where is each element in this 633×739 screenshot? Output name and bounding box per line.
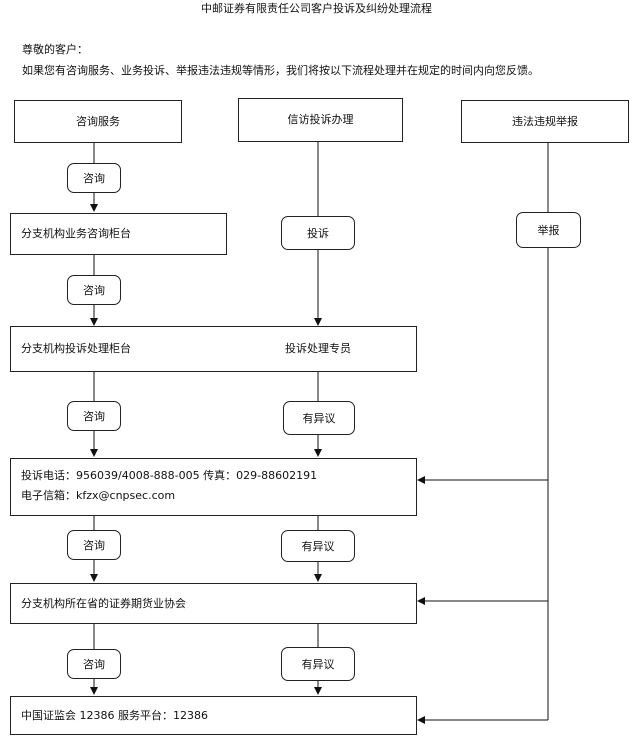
objection-label: 有异议 [281,647,355,681]
complaint-counter-label: 分支机构投诉处理柜台 [21,342,131,355]
contact-email: 电子信箱：kfzx@cnpsec.com [21,489,176,502]
consult-label: 咨询 [67,530,121,560]
complaint-specialist-label: 投诉处理专员 [285,342,351,355]
consult-label: 咨询 [67,401,121,431]
consult-label: 咨询 [67,163,121,193]
complaint-counter-box: 分支机构投诉处理柜台 投诉处理专员 [10,326,417,372]
report-label: 举报 [516,212,581,248]
consult-service-box: 咨询服务 [14,100,182,143]
contact-info-box: 投诉电话：956039/4008-888-005 传真：029-88602191… [10,458,417,516]
csrc-platform-box: 中国证监会 12386 服务平台：12386 [10,696,417,735]
complaint-label: 投诉 [281,216,355,250]
objection-label: 有异议 [281,530,355,562]
complaint-handling-box: 信访投诉办理 [238,98,403,142]
intro-text: 如果您有咨询服务、业务投诉、举报违法违规等情形，我们将按以下流程处理并在规定的时… [22,64,539,77]
consult-label: 咨询 [67,275,121,305]
consult-label: 咨询 [67,649,121,679]
contact-phone-fax: 投诉电话：956039/4008-888-005 传真：029-88602191 [21,469,318,482]
securities-association-box: 分支机构所在省的证券期货业协会 [10,583,417,624]
objection-label: 有异议 [283,401,355,435]
greeting: 尊敬的客户： [22,43,88,56]
branch-consult-counter-box: 分支机构业务咨询柜台 [10,213,227,255]
report-violation-box: 违法违规举报 [461,100,629,143]
page-title: 中邮证券有限责任公司客户投诉及纠纷处理流程 [201,2,432,15]
